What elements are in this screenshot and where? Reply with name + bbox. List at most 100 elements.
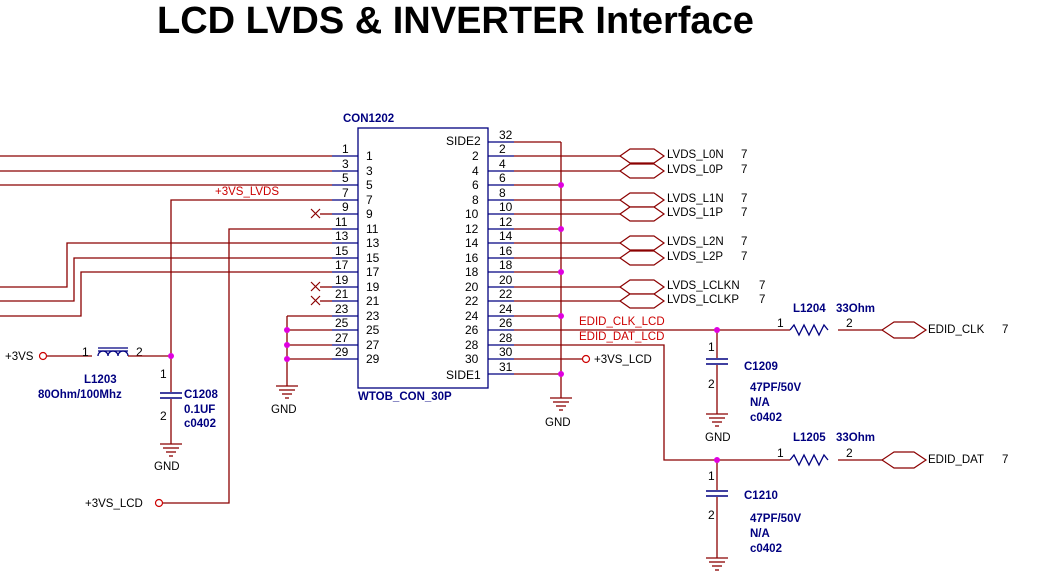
c1210-value: 47PF/50V: [750, 513, 801, 525]
c1209-na: N/A: [750, 397, 770, 409]
offpage-connector-shape: [618, 279, 666, 295]
connector-left-pins: 1 3 5 7 9 11 13 15 17 19 21 23 25 27 29 …: [332, 142, 380, 366]
offpage-ref: 7: [741, 236, 747, 248]
gnd-label-c1209: GND: [705, 432, 731, 444]
pin-num-ri: 28: [465, 338, 479, 352]
gnd-symbol-c1209: [706, 413, 728, 427]
c1208-ref: C1208: [184, 389, 218, 401]
pin-num-r: 2: [499, 142, 506, 156]
pin-num-r: 6: [499, 171, 506, 185]
c1210-pin2: 2: [708, 508, 715, 522]
offpage-connector-shape: [618, 163, 666, 179]
pin-num-ri: 4: [472, 164, 479, 178]
offpage-ref: 7: [1002, 454, 1008, 466]
offpage-label: LVDS_L1N: [667, 193, 724, 205]
offpage-connectors: [618, 148, 666, 309]
pin-num-ri: 26: [465, 323, 479, 337]
pin-num-r: 22: [499, 287, 513, 301]
offpage-ref: 7: [741, 207, 747, 219]
pin-num-l: 25: [335, 316, 349, 330]
pin-num-ri: 30: [465, 352, 479, 366]
pin-num-l: 13: [335, 229, 349, 243]
connector-part: WTOB_CON_30P: [358, 391, 452, 403]
pin-num-ri: 18: [465, 265, 479, 279]
power-3vs-label: +3VS: [5, 351, 34, 363]
pin-num-ri: 20: [465, 280, 479, 294]
offpage-labels: LVDS_L0N 7 LVDS_L0P 7 LVDS_L1N 7 LVDS_L1…: [667, 149, 765, 306]
pin-num-r: 30: [499, 345, 513, 359]
l1203-inductor-icon: [97, 347, 129, 357]
l1204-value: 33Ohm: [836, 303, 875, 315]
connector-pin-31: 31: [499, 360, 513, 374]
pin-num-l: 15: [335, 244, 349, 258]
offpage-label: LVDS_L1P: [667, 207, 723, 219]
l1203-value: 80Ohm/100Mhz: [38, 389, 122, 401]
pin-num-l: 21: [335, 287, 349, 301]
offpage-ref: 7: [759, 280, 765, 292]
offpage-ref: 7: [741, 149, 747, 161]
pin-num-r: 28: [499, 331, 513, 345]
pin-num-li: 25: [366, 323, 380, 337]
gnd-symbol-left: [276, 385, 298, 399]
c1209-ref: C1209: [744, 361, 778, 373]
pin-num-li: 23: [366, 309, 380, 323]
net-label-edid-dat-lcd: EDID_DAT_LCD: [579, 331, 664, 343]
pin-num-l: 17: [335, 258, 349, 272]
pin-num-ri: 16: [465, 251, 479, 265]
gnd-label-left: GND: [271, 404, 297, 416]
offpage-connector-shape: [618, 192, 666, 208]
gnd-symbol-c1208: [160, 443, 182, 457]
c1208-pin1: 1: [160, 367, 167, 381]
c1210-pin1: 1: [708, 469, 715, 483]
offpage-label: EDID_CLK: [928, 324, 985, 336]
pin-num-l: 7: [342, 186, 349, 200]
l1205-value: 33Ohm: [836, 432, 875, 444]
net-label-edid-clk-lcd: EDID_CLK_LCD: [579, 316, 665, 328]
connector-pin-32: 32: [499, 128, 513, 142]
c1209-pin1: 1: [708, 340, 715, 354]
connector-right-pins: 2 4 6 8 10 12 14 16 18 20 22 24 26 28 30…: [465, 141, 514, 375]
pin-num-r: 12: [499, 215, 513, 229]
offpage-edid-dat-connector: [880, 451, 928, 469]
offpage-ref: 7: [741, 251, 747, 263]
c1210-pkg: c0402: [750, 543, 782, 555]
pin-num-r: 8: [499, 186, 506, 200]
pin-num-l: 9: [342, 200, 349, 214]
offpage-connector-shape: [618, 206, 666, 222]
gnd-symbol-c1210: [706, 557, 728, 571]
page-title: LCD LVDS & INVERTER Interface: [157, 0, 754, 42]
pin-num-r: 16: [499, 244, 513, 258]
pin-num-ri: 8: [472, 193, 479, 207]
pin-num-r: 18: [499, 258, 513, 272]
no-connect-marks: [310, 208, 332, 306]
pin-num-ri: 24: [465, 309, 479, 323]
c1208-pin2: 2: [160, 409, 167, 423]
pin-num-r: 20: [499, 273, 513, 287]
pin-num-li: 3: [366, 164, 373, 178]
left-wires: [0, 155, 332, 504]
offpage-label: EDID_DAT: [928, 454, 984, 466]
pin-num-ri: 14: [465, 236, 479, 250]
pin-num-l: 1: [342, 142, 349, 156]
pin-num-l: 5: [342, 171, 349, 185]
pin-num-l: 3: [342, 157, 349, 171]
offpage-edid-clk-connector: [880, 321, 928, 339]
offpage-label: LVDS_LCLKN: [667, 280, 740, 292]
gnd-label-c1208: GND: [154, 461, 180, 473]
l1204-resistor-icon: [789, 323, 829, 337]
pin-num-li: 1: [366, 149, 373, 163]
pin-num-l: 23: [335, 302, 349, 316]
offpage-label: LVDS_L0P: [667, 164, 723, 176]
c1210-ref: C1210: [744, 490, 778, 502]
c1209-value: 47PF/50V: [750, 382, 801, 394]
l1204-pin1: 1: [777, 316, 784, 330]
offpage-label: LVDS_L2N: [667, 236, 724, 248]
offpage-ref: 7: [741, 164, 747, 176]
l1204-pin2: 2: [846, 316, 853, 330]
pin-num-l: 11: [335, 215, 348, 229]
pin-num-r: 14: [499, 229, 513, 243]
pin-num-l: 27: [335, 331, 349, 345]
offpage-label: LVDS_L2P: [667, 251, 723, 263]
offpage-ref: 7: [741, 193, 747, 205]
